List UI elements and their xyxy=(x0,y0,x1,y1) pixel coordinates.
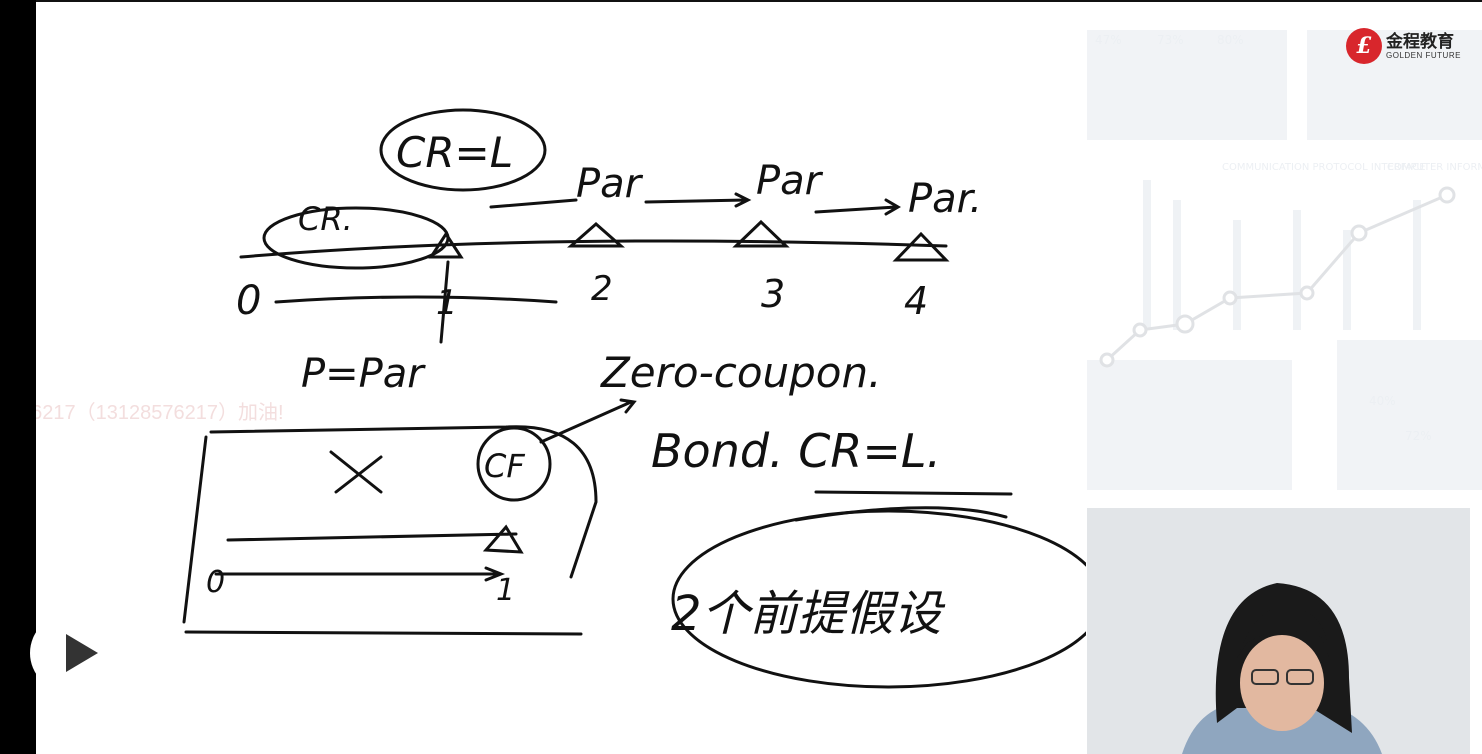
brand-seal-icon: £ xyxy=(1346,28,1382,64)
hw-par-2: Par xyxy=(756,158,824,204)
hw-cr-equals-l: CR=L xyxy=(396,128,513,177)
hw-tick-4: 4 xyxy=(904,279,928,323)
bg-label-2: COMPUTER INFORMATION xyxy=(1387,162,1482,173)
hw-zero-coupon: Zero-coupon. xyxy=(600,348,881,397)
watermark-text: 6217（13128576217）加油! xyxy=(31,402,284,424)
bg-hex-1: 40% xyxy=(1369,394,1396,408)
top-border xyxy=(0,0,1482,2)
brand-name-en: GOLDEN FUTURE xyxy=(1386,50,1461,60)
hw-bond-cr-l: Bond. CR=L. xyxy=(651,424,941,478)
watermark: ****6217（13128576217）加油! xyxy=(0,396,284,425)
brand-name-cn: 金程教育 xyxy=(1386,31,1454,52)
hw-one-mark: 1 xyxy=(496,573,515,608)
hw-tick-1: 1 xyxy=(436,283,458,323)
circle-cf xyxy=(476,426,552,502)
play-icon xyxy=(66,634,98,672)
timeline xyxy=(239,239,948,259)
timeline-markers xyxy=(428,219,950,262)
instructor-webcam xyxy=(1087,508,1470,754)
circle-note xyxy=(671,509,1086,689)
circle-cr xyxy=(379,108,547,192)
hw-par-3: Par. xyxy=(908,176,982,222)
hw-p-equals-par: P=Par xyxy=(301,351,426,397)
play-button[interactable] xyxy=(30,614,108,692)
bg-percent-2: 73% xyxy=(1157,33,1184,47)
hw-cf: CF xyxy=(484,447,525,485)
bg-percent-3: 80% xyxy=(1217,33,1244,47)
bg-hex-2: 72% xyxy=(1405,429,1432,443)
instructor-video xyxy=(1087,508,1470,754)
background-infographic: 47% 73% 80% COMMUNICATION PROTOCOL INTER… xyxy=(1087,30,1482,490)
hw-note: 2个前提假设 xyxy=(671,586,946,642)
hw-zero-mark: 0 xyxy=(206,565,225,600)
hw-tick-0: 0 xyxy=(236,278,261,324)
whiteboard-canvas: CR=L CR. Par Par Par. 0 1 2 3 4 P=Par Ze… xyxy=(182,108,1086,689)
hw-cr: CR. xyxy=(298,200,353,238)
bg-percent-1: 47% xyxy=(1095,33,1122,47)
left-black-bar xyxy=(0,0,36,754)
bg-label-1: COMMUNICATION PROTOCOL INTERFACE xyxy=(1222,162,1426,173)
hw-tick-3: 3 xyxy=(761,272,785,316)
brand-logo: £ 金程教育 GOLDEN FUTURE xyxy=(1346,28,1461,64)
hw-par-1: Par xyxy=(576,161,644,207)
circle-cr-left xyxy=(262,206,450,270)
hw-tick-2: 2 xyxy=(591,269,613,309)
